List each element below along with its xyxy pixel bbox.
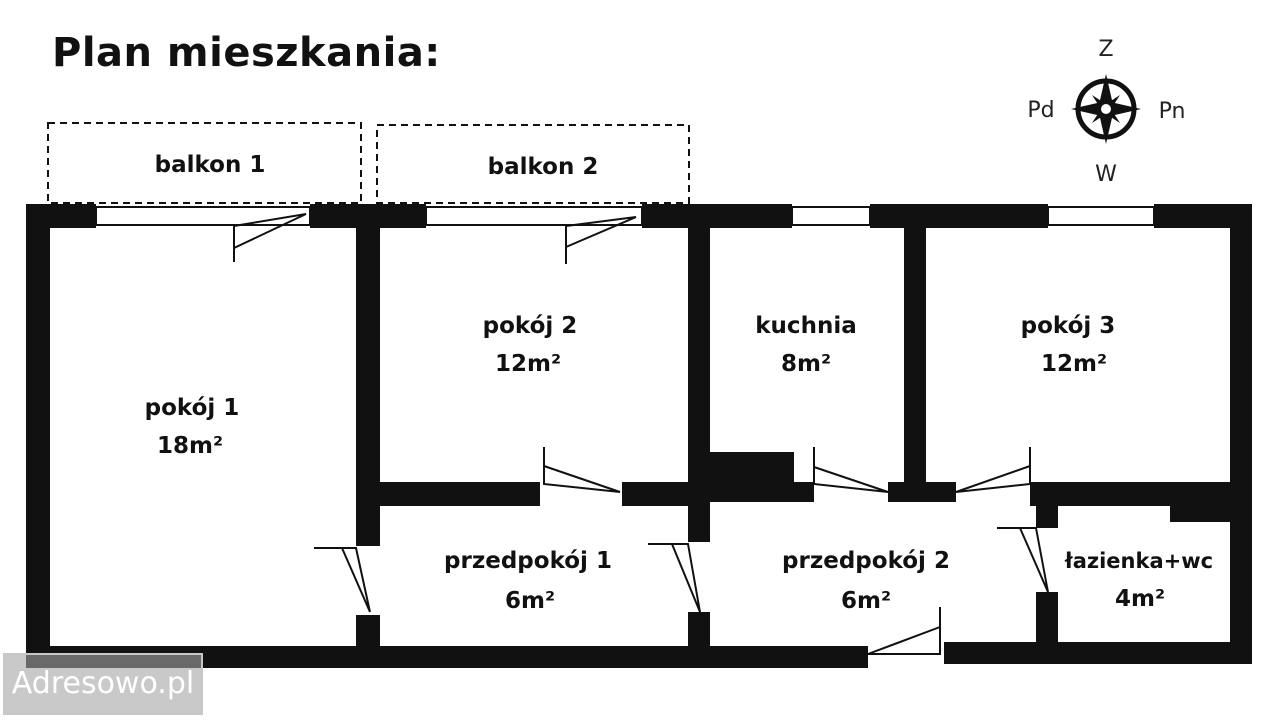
compass-north-label: Z — [1098, 37, 1113, 62]
windows — [95, 206, 1155, 226]
room-1-name: pokój 1 — [145, 395, 240, 421]
watermark-logo: Adresowo.pl — [3, 653, 203, 715]
hall-1-name: przedpokój 1 — [444, 548, 612, 574]
room-3-name: pokój 3 — [1021, 313, 1116, 339]
hall-1-area: 6m² — [505, 588, 555, 614]
kitchen-name: kuchnia — [755, 313, 856, 339]
compass-east-label: Pn — [1159, 99, 1186, 124]
page-title: Plan mieszkania: — [52, 30, 441, 76]
balcony-1-label: balkon 1 — [155, 152, 266, 178]
compass-rose-icon — [1071, 74, 1141, 144]
balcony-2-outline — [376, 124, 690, 204]
room-2-name: pokój 2 — [483, 313, 578, 339]
room-1-area: 18m² — [157, 433, 223, 459]
compass-south-label: W — [1095, 162, 1117, 187]
balcony-2-label: balkon 2 — [488, 154, 599, 180]
balcony-1-outline — [47, 122, 362, 204]
door-swings — [233, 213, 1049, 655]
compass-west-label: Pd — [1027, 98, 1054, 123]
bathroom-name: łazienka+wc — [1064, 549, 1213, 573]
hall-2-name: przedpokój 2 — [782, 548, 950, 574]
walls — [26, 204, 1252, 668]
kitchen-area: 8m² — [781, 351, 831, 377]
room-3-area: 12m² — [1041, 351, 1107, 377]
bathroom-area: 4m² — [1115, 586, 1165, 612]
room-2-area: 12m² — [495, 351, 561, 377]
hall-2-area: 6m² — [841, 588, 891, 614]
